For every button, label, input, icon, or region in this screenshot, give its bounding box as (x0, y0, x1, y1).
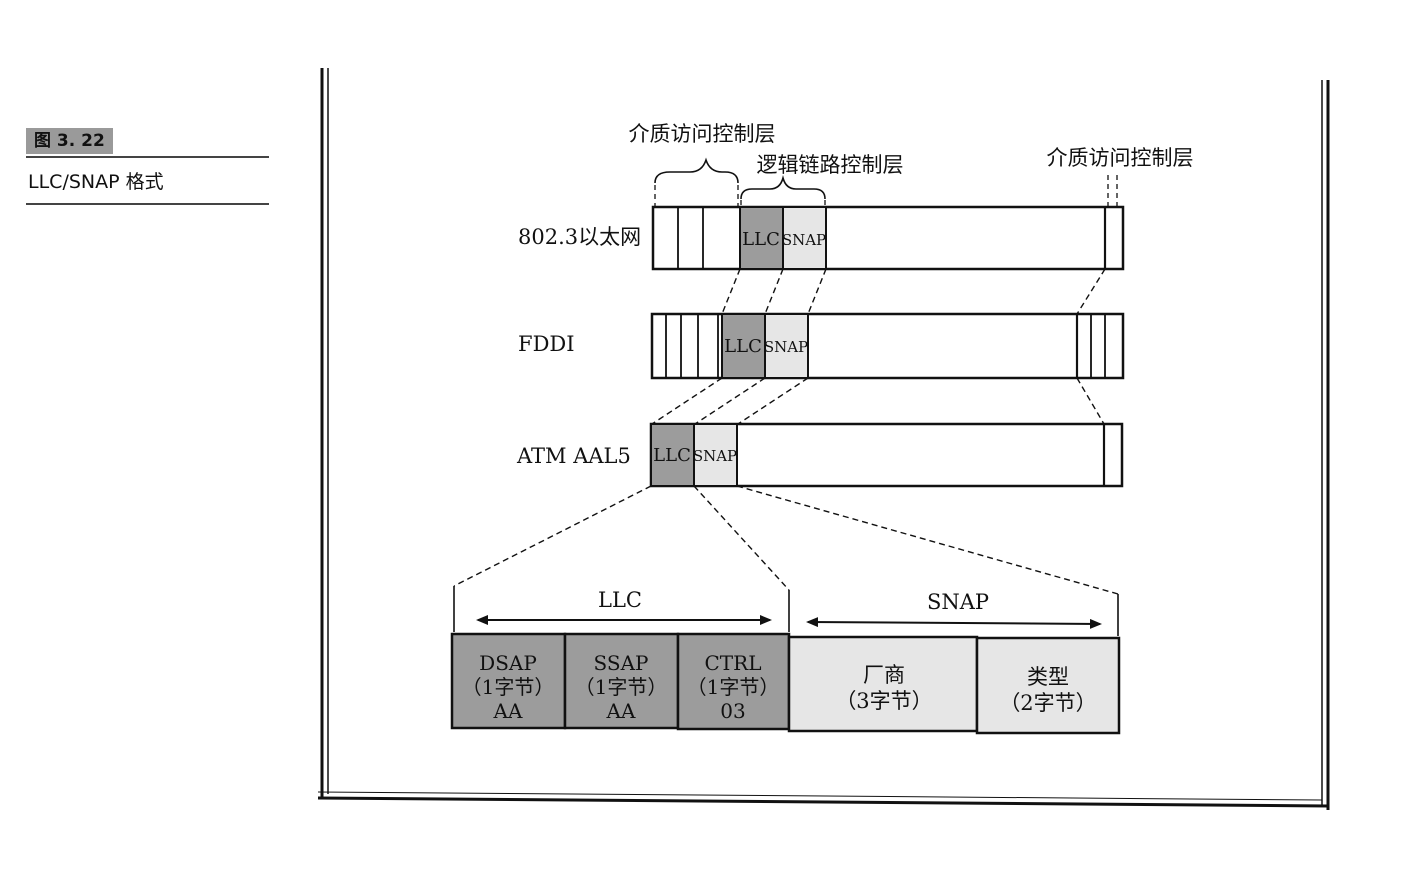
dsap-name: DSAP (479, 651, 537, 675)
connectors-ethernet-fddi (721, 268, 1106, 315)
atm-llc-field (650, 423, 695, 487)
ssap-value: AA (606, 699, 636, 723)
figure-caption: 图 3. 22 LLC/SNAP 格式 (26, 128, 269, 205)
fddi-snap-field (764, 313, 809, 379)
label-guides (654, 175, 1118, 207)
frame-ethernet: 802.3以太网 LLC SNAP (518, 205, 1125, 271)
ethernet-snap-text: SNAP (782, 231, 826, 249)
atm-llc-text: LLC (653, 445, 691, 466)
fddi-llc-text: LLC (724, 336, 762, 357)
llc-layer-brace (740, 174, 826, 200)
caption-rule-top (26, 156, 269, 158)
ctrl-value: 03 (720, 699, 745, 723)
snap-span-label: SNAP (927, 590, 989, 614)
dsap-size: （1字节） (462, 675, 555, 699)
caption-rule-bottom (26, 203, 269, 205)
snap-span-arrow (806, 617, 1102, 629)
vendor-name: 厂商 (863, 663, 905, 687)
mac-layer-label-left: 介质访问控制层 (629, 122, 776, 146)
type-name: 类型 (1027, 665, 1069, 689)
frame-fddi: FDDI LLC SNAP (518, 312, 1125, 380)
figure-title: LLC/SNAP 格式 (28, 171, 164, 193)
field-type (975, 636, 1121, 735)
ethernet-snap-field (782, 206, 827, 270)
type-size: （2字节） (999, 691, 1096, 715)
detail-brackets (453, 586, 1119, 636)
detail-fields: DSAP （1字节） AA SSAP （1字节） AA CTRL （1字节） 0… (450, 632, 1121, 735)
dsap-value: AA (493, 699, 523, 723)
mac-layer-brace (654, 157, 739, 184)
frame-atm: ATM AAL5 LLC SNAP (516, 422, 1124, 488)
fddi-llc-field (721, 313, 766, 379)
row-label-atm: ATM AAL5 (516, 444, 631, 468)
fddi-snap-text: SNAP (764, 338, 808, 356)
expansion-lines (453, 485, 1119, 595)
atm-snap-text: SNAP (693, 447, 737, 465)
ctrl-size: （1字节） (687, 675, 780, 699)
figure-number: 图 3. 22 (26, 128, 113, 154)
ssap-name: SSAP (594, 651, 649, 675)
ssap-size: （1字节） (575, 675, 668, 699)
ethernet-llc-text: LLC (742, 229, 780, 250)
atm-snap-field (693, 423, 738, 487)
figure-frame (317, 68, 1330, 810)
connectors-fddi-atm (651, 377, 1105, 425)
field-dsap (450, 632, 567, 730)
llc-layer-label: 逻辑链路控制层 (757, 153, 904, 177)
row-label-fddi: FDDI (518, 332, 575, 356)
field-ssap (563, 632, 680, 730)
ctrl-name: CTRL (705, 651, 762, 675)
vendor-size: （3字节） (835, 689, 932, 713)
llc-span-label: LLC (598, 588, 642, 612)
row-label-ethernet: 802.3以太网 (518, 225, 641, 249)
mac-layer-label-right: 介质访问控制层 (1047, 146, 1194, 170)
